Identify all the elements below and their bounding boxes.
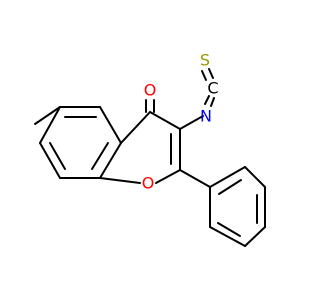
bond-ph-5 (209, 226, 246, 247)
atom-label-layer: O O N C S (142, 51, 219, 193)
bond-inner-3 (49, 142, 66, 170)
nitrogen-label: N (200, 107, 212, 126)
bond-ph-inner-3 (217, 222, 241, 237)
molecule-structure: O O N C S (34, 51, 266, 247)
bond-layer (34, 68, 266, 247)
bond-c-s-2 (208, 68, 214, 79)
bond-c3-n (179, 115, 204, 130)
bond-c8-c7 (39, 142, 61, 179)
bond-inner-2 (91, 142, 109, 170)
bond-c4a-c4 (120, 111, 151, 144)
carbon-label: C (207, 79, 218, 98)
bond-methyl (34, 106, 61, 125)
ring-oxygen-label: O (142, 174, 155, 193)
molecule-canvas: O O N C S (34, 50, 266, 247)
bond-c4a-c8a (99, 142, 122, 179)
carbonyl-oxygen-label: O (144, 81, 157, 100)
bond-ph-inner-1 (218, 179, 242, 195)
bond-n-c-1 (204, 95, 210, 105)
bond-ph-2 (244, 166, 266, 188)
bond-c2-phenyl (179, 169, 211, 188)
bond-c5-c4a (99, 106, 122, 144)
bond-n-c-2 (210, 97, 215, 107)
sulfur-label: S (200, 51, 210, 70)
bond-o1-c8a (99, 177, 141, 184)
bond-c2-o1 (155, 169, 181, 184)
bond-c-s-1 (201, 70, 207, 81)
bond-c4-c3 (149, 111, 181, 130)
bond-c7-c6 (39, 106, 61, 144)
bond-ph-1 (209, 166, 246, 188)
bond-ph-4 (244, 226, 266, 247)
